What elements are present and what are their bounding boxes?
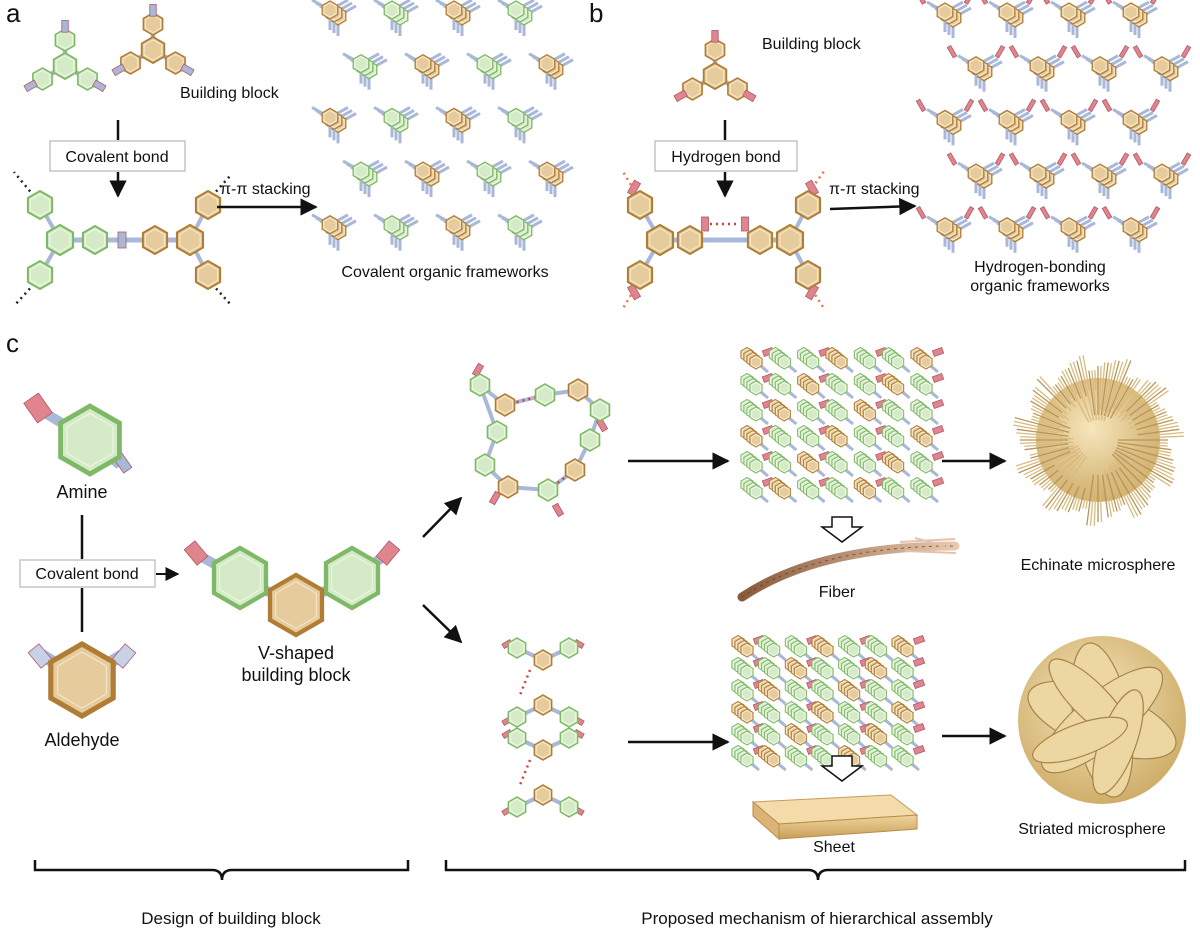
panel-c-aldehyde-label: Aldehyde bbox=[44, 730, 119, 750]
panel-a-bond-label: Covalent bond bbox=[65, 149, 168, 166]
panel-c-sheet-icon bbox=[751, 794, 919, 841]
panel-b-bond-box bbox=[654, 140, 798, 172]
panel-b-bond-label: Hydrogen bond bbox=[671, 149, 780, 166]
panel-c-v-block-label-line2: building block bbox=[241, 665, 351, 685]
panel-label-b: b bbox=[589, 0, 603, 28]
panel-b-dimer bbox=[620, 169, 827, 311]
panel-c-mechanism-label: Proposed mechanism of hierarchical assem… bbox=[641, 909, 993, 928]
panel-a-cof-lattice bbox=[311, 0, 574, 251]
panel-c-fiber-stack bbox=[740, 346, 945, 504]
panel-c-zigzag-assembly bbox=[501, 637, 585, 818]
panel-a-framework-label: Covalent organic frameworks bbox=[341, 264, 548, 281]
panel-b-monomer bbox=[673, 30, 757, 103]
panel-a-monomer-tan bbox=[111, 4, 195, 77]
panel-c-echinate-microsphere bbox=[1013, 355, 1184, 526]
panel-c-hollow-arrow-fiber bbox=[819, 516, 865, 543]
panel-a-building-block-label: Building block bbox=[180, 85, 280, 102]
panel-c-mechanism-bracket bbox=[444, 860, 1187, 881]
panel-a-dimer bbox=[13, 171, 233, 307]
panel-c-amine-label: Amine bbox=[56, 482, 107, 502]
panel-a-monomer-green bbox=[23, 20, 107, 93]
panel-c-hollow-arrow-sheet bbox=[819, 755, 865, 782]
panel-a-bond-box bbox=[49, 140, 186, 172]
panel-c-striated-label: Striated microsphere bbox=[1018, 821, 1166, 838]
panel-c-design-label: Design of building block bbox=[141, 909, 321, 928]
panel-b-stacking-arrow bbox=[829, 197, 917, 216]
panel-b-framework-label-line2: organic frameworks bbox=[970, 278, 1110, 295]
panel-b-stacking-label: π-π stacking bbox=[829, 181, 920, 198]
panel-c-v-block-label-line1: V-shaped bbox=[258, 643, 334, 663]
panel-b-building-block-label: Building block bbox=[762, 36, 862, 53]
panel-c-ring-assembly bbox=[469, 362, 611, 518]
panel-a-stacking-label: π-π stacking bbox=[220, 181, 311, 198]
panel-c-arrow-down-branch bbox=[422, 604, 463, 644]
panel-c-v-shaped-block bbox=[183, 540, 401, 638]
panel-label-a: a bbox=[6, 0, 21, 28]
panel-c-design-bracket bbox=[33, 860, 410, 881]
panel-c-bond-box bbox=[19, 559, 156, 588]
panel-c-striated-microsphere bbox=[1018, 636, 1186, 804]
panel-c-aldehyde-monomer bbox=[27, 641, 137, 719]
panel-label-c: c bbox=[6, 328, 19, 358]
panel-b-hof-lattice bbox=[915, 0, 1192, 253]
panel-c-fiber-icon bbox=[737, 537, 960, 602]
panel-c-echinate-label: Echinate microsphere bbox=[1021, 557, 1176, 574]
panel-c-sheet-label: Sheet bbox=[813, 839, 855, 856]
panel-b-framework-label-line1: Hydrogen-bonding bbox=[974, 259, 1106, 276]
panel-c-fiber-label: Fiber bbox=[819, 584, 856, 601]
panel-c-amine-monomer bbox=[23, 392, 133, 477]
panel-c-sheet-stack bbox=[731, 634, 926, 772]
panel-c-arrow-up-branch bbox=[422, 496, 463, 538]
panel-c-bond-label: Covalent bond bbox=[35, 566, 138, 583]
